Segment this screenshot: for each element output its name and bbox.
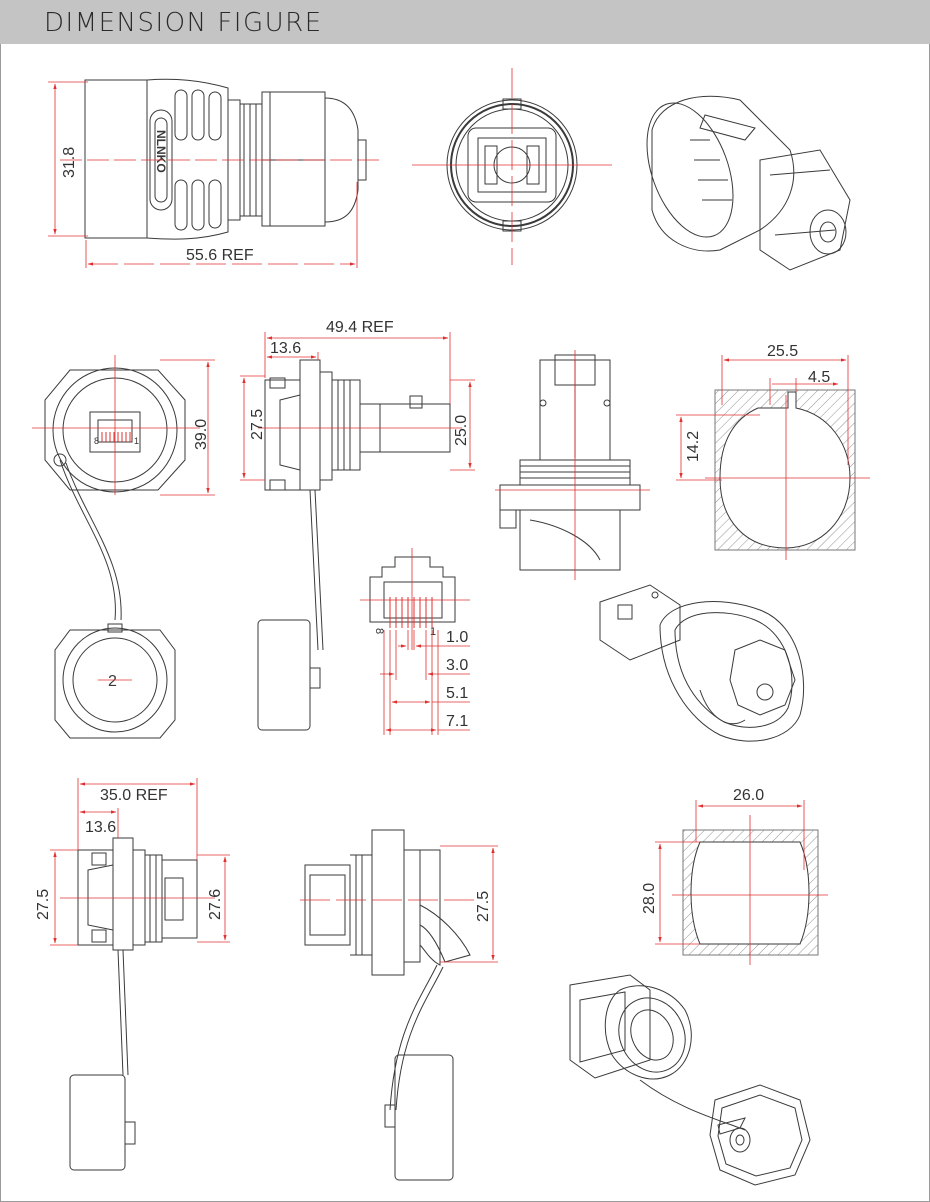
brand-mark-text: NLNKO <box>154 130 168 173</box>
dim-plug-height: 31.8 <box>61 147 78 178</box>
dim-cutout-b-width: 26.0 <box>733 787 764 804</box>
receptacle-side-view <box>257 359 451 731</box>
dim-panel-total: 49.4 REF <box>326 319 394 336</box>
dim-pin-pitch-1: 1.0 <box>446 629 468 646</box>
pin-layout-8: 8 <box>373 628 385 634</box>
receptacle-contacts <box>101 432 131 442</box>
receptacle-pin-8: 8 <box>94 436 99 446</box>
dim-pin-pitch-2: 3.0 <box>446 657 468 674</box>
dim-panel-body: 27.5 <box>249 409 266 440</box>
plug-iso-view <box>646 95 851 271</box>
dim-rear-front: 13.6 <box>85 819 116 836</box>
rear-mount-alt-view <box>304 829 471 1181</box>
receptacle-front-view <box>44 367 186 739</box>
dim-cutout-a-flat: 14.2 <box>685 431 702 462</box>
dim-side-body: 27.5 <box>475 891 492 922</box>
dim-panel-rear: 25.0 <box>453 415 470 446</box>
dim-rear-total: 35.0 REF <box>100 787 168 804</box>
panel-cutout-b <box>682 829 819 956</box>
receptacle-iso-view <box>599 584 805 742</box>
rear-mount-iso-view <box>569 974 811 1186</box>
pin-layout <box>369 556 456 623</box>
receptacle-pin-1: 1 <box>134 436 139 446</box>
pin-layout-contacts <box>389 597 433 628</box>
pin-layout-1: 1 <box>430 626 436 638</box>
rear-mount-side-view <box>69 837 198 1171</box>
dim-rear-body: 27.5 <box>35 889 52 920</box>
dimension-lines <box>32 68 870 965</box>
dim-panel-front: 13.6 <box>270 340 301 357</box>
dim-pin-pitch-4: 7.1 <box>446 713 468 730</box>
dim-pin-pitch-3: 5.1 <box>446 685 468 702</box>
page-title: DIMENSION FIGURE <box>44 8 323 38</box>
dim-cutout-b-height: 28.0 <box>641 883 658 914</box>
dim-rear-back: 27.6 <box>207 889 224 920</box>
header-bar: DIMENSION FIGURE <box>0 0 930 44</box>
plug-side-view <box>84 78 367 240</box>
receptacle-rear-view <box>499 354 641 571</box>
cap-number: 2 <box>108 673 117 690</box>
dim-plug-length: 55.6 REF <box>186 247 254 264</box>
dim-cutout-a-key: 4.5 <box>808 369 830 386</box>
dim-cutout-a-width: 25.5 <box>767 343 798 360</box>
dim-panel-flange: 39.0 <box>193 419 210 450</box>
panel-cutout-a <box>714 389 856 551</box>
